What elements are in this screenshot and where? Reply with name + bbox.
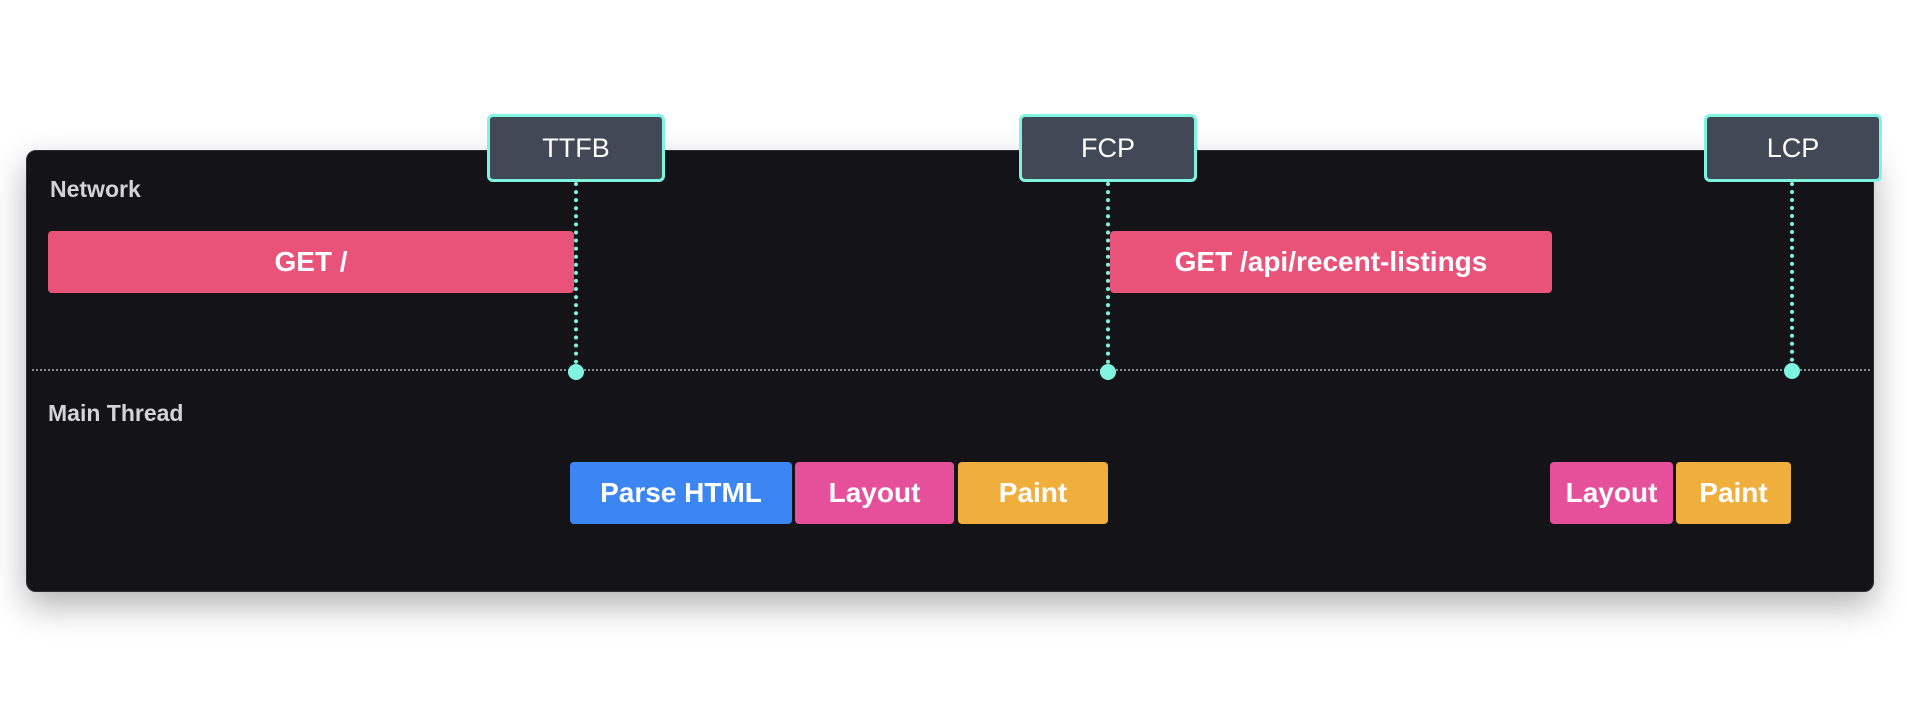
ttfb-marker-label[interactable]: TTFB	[487, 114, 665, 182]
request-bar-recent-listings[interactable]: GET /api/recent-listings	[1110, 231, 1552, 293]
task-parse-html[interactable]: Parse HTML	[570, 462, 792, 524]
task-paint[interactable]: Paint	[958, 462, 1108, 524]
ttfb-marker-dot	[568, 364, 584, 380]
lcp-marker-label[interactable]: LCP	[1704, 114, 1882, 182]
fcp-marker-label[interactable]: FCP	[1019, 114, 1197, 182]
fcp-marker-dot	[1100, 364, 1116, 380]
task-layout[interactable]: Layout	[795, 462, 954, 524]
main-thread-lane-label: Main Thread	[48, 400, 184, 426]
lcp-marker-line	[1790, 182, 1794, 370]
fcp-marker-line	[1106, 182, 1110, 372]
lane-divider	[32, 369, 1870, 371]
task-layout[interactable]: Layout	[1550, 462, 1673, 524]
task-paint[interactable]: Paint	[1676, 462, 1791, 524]
network-lane-label: Network	[50, 176, 141, 202]
lcp-marker-dot	[1784, 363, 1800, 379]
ttfb-marker-line	[574, 182, 578, 372]
request-bar-document[interactable]: GET /	[48, 231, 574, 293]
timeline-panel	[26, 150, 1874, 592]
